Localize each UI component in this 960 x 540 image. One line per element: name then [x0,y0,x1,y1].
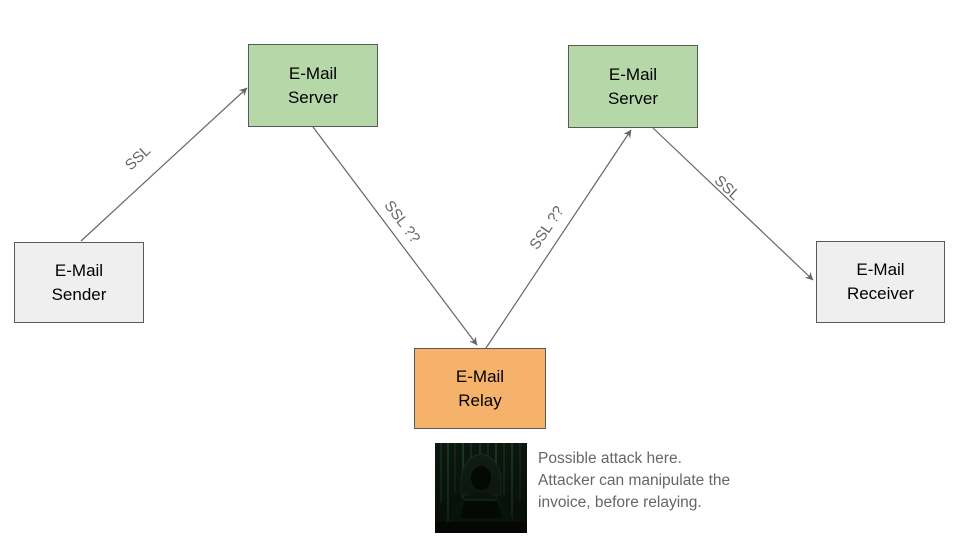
hacker-image [435,443,527,533]
node-email-server-1: E-Mail Server [248,44,378,127]
edge-server2-to-receiver [652,127,814,281]
node-email-sender: E-Mail Sender [14,242,144,323]
attack-annotation: Possible attack here. Attacker can manip… [538,450,731,511]
edge-sender-to-server1 [80,87,248,242]
edge-server1-to-relay [312,126,478,346]
edge-relay-to-server2 [485,129,632,349]
node-email-receiver: E-Mail Receiver [816,241,945,323]
node-email-relay: E-Mail Relay [414,348,546,429]
node-email-server-2: E-Mail Server [568,45,698,128]
